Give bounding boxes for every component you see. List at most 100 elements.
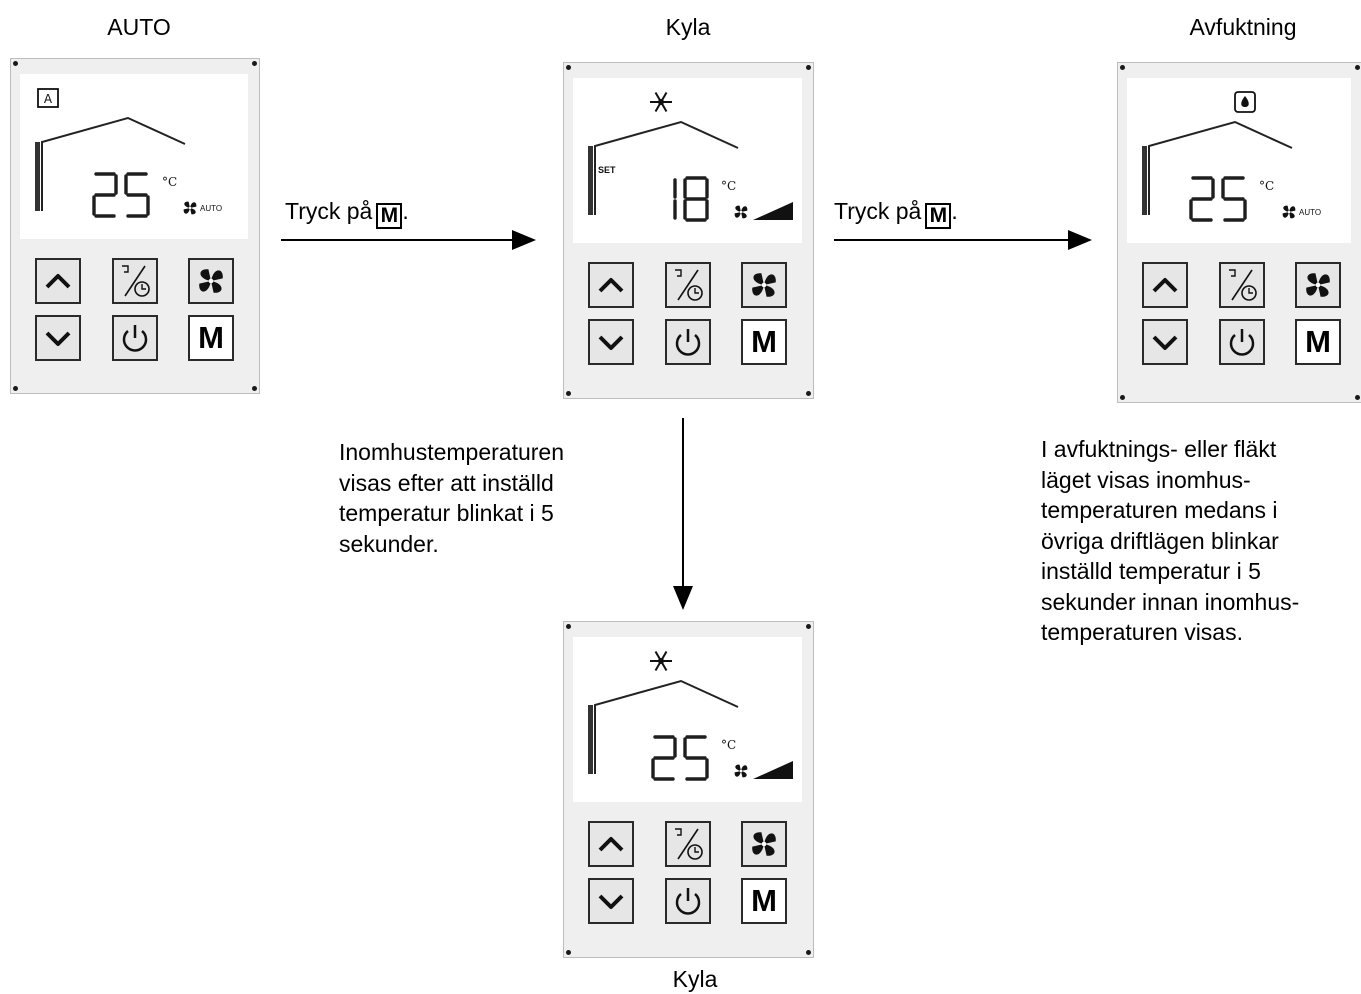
up-arrow-icon [598, 278, 624, 293]
snowflake-icon [650, 91, 672, 113]
fan-button[interactable] [741, 821, 787, 867]
note-line: inställd temperatur i 5 [1041, 558, 1261, 584]
timer-button[interactable] [1219, 262, 1265, 308]
note-dehumid: I avfuktnings- eller fläkt läget visas i… [1041, 434, 1299, 648]
house-wall-bar [588, 146, 593, 215]
house-outline [1148, 120, 1293, 215]
power-button[interactable] [665, 319, 711, 365]
down-button[interactable] [1142, 319, 1188, 365]
house-outline [594, 679, 739, 774]
screw-dot [252, 386, 257, 391]
step-suffix: . [951, 198, 958, 224]
note-line: temperaturen medans i [1041, 497, 1278, 523]
screw-dot [252, 61, 257, 66]
timer-button[interactable] [112, 258, 158, 304]
down-arrow-icon [1152, 335, 1178, 350]
fan-button[interactable] [188, 258, 234, 304]
note-line: läget visas inomhus- [1041, 466, 1251, 493]
house-outline [594, 120, 739, 215]
up-arrow-icon [1152, 278, 1178, 293]
house-outline [41, 116, 186, 211]
mode-button[interactable]: M [1295, 319, 1341, 365]
power-icon [675, 329, 701, 356]
timer-icon [122, 265, 150, 297]
fan-indicator-icon [183, 201, 197, 215]
screw-dot [13, 61, 18, 66]
fan-icon [752, 832, 776, 856]
fan-button[interactable] [1295, 262, 1341, 308]
timer-icon [675, 828, 703, 860]
house-wall-bar [588, 705, 593, 774]
screw-dot [1120, 65, 1125, 70]
lcd-screen: °C AUTO [1127, 78, 1351, 243]
screw-dot [13, 386, 18, 391]
step-suffix: . [402, 198, 409, 224]
mode-button-label: M [198, 320, 224, 355]
up-arrow-icon [45, 274, 71, 289]
fan-icon [1306, 273, 1330, 297]
fan-indicator-icon [734, 764, 748, 778]
note-line: Inomhustemperaturen [339, 439, 565, 465]
power-icon [122, 325, 148, 352]
house-wall-bar [35, 142, 40, 211]
snowflake-icon [650, 650, 672, 672]
fan-button[interactable] [741, 262, 787, 308]
fan-speed-bars-icon [753, 202, 793, 220]
down-arrow-icon [598, 335, 624, 350]
unit-label: °C [162, 175, 177, 189]
up-button[interactable] [588, 262, 634, 308]
timer-button[interactable] [665, 821, 711, 867]
power-icon [1229, 329, 1255, 356]
screw-dot [806, 950, 811, 955]
thermostat-panel-dehumid: °C AUTO M [1117, 62, 1361, 403]
mode-button[interactable]: M [741, 878, 787, 924]
timer-icon [1229, 269, 1257, 301]
set-label: SET [598, 165, 616, 175]
down-button[interactable] [588, 319, 634, 365]
unit-label: °C [721, 179, 736, 193]
note-line: temperaturen visas. [1041, 619, 1243, 645]
note-line: sekunder innan inomhus- [1041, 588, 1300, 615]
up-button[interactable] [35, 258, 81, 304]
screw-dot [1355, 65, 1360, 70]
mode-button[interactable]: M [741, 319, 787, 365]
lcd-screen: SET °C [573, 78, 802, 243]
temperature-digit [1221, 176, 1247, 222]
svg-text:A: A [44, 92, 53, 106]
down-button[interactable] [588, 878, 634, 924]
temperature-digit [1189, 176, 1215, 222]
fan-indicator-icon [1282, 205, 1296, 219]
power-button[interactable] [1219, 319, 1265, 365]
timer-button[interactable] [665, 262, 711, 308]
temperature-digit [124, 172, 150, 218]
note-line: visas efter att inställd [339, 469, 554, 496]
note-line: sekunder. [339, 530, 439, 557]
title-kyla-bottom: Kyla [672, 966, 718, 992]
down-arrow-icon [598, 894, 624, 909]
fan-auto-label: AUTO [1299, 208, 1321, 217]
up-button[interactable] [1142, 262, 1188, 308]
screw-dot [1355, 395, 1360, 400]
arrow-auto-to-kyla [281, 230, 536, 250]
mode-button[interactable]: M [188, 315, 234, 361]
screw-dot [806, 624, 811, 629]
power-button[interactable] [665, 878, 711, 924]
unit-label: °C [1259, 179, 1274, 193]
up-button[interactable] [588, 821, 634, 867]
fan-indicator-icon [734, 205, 748, 219]
down-button[interactable] [35, 315, 81, 361]
fan-icon [199, 269, 223, 293]
note-cooling: Inomhustemperaturen visas efter att inst… [339, 437, 564, 559]
house-wall-bar [1142, 146, 1147, 215]
note-line: I avfuktnings- eller fläkt [1041, 436, 1277, 462]
power-button[interactable] [112, 315, 158, 361]
auto-mode-icon: A [37, 88, 59, 108]
title-avfuktning: Avfuktning [1189, 14, 1297, 40]
fan-speed-bars-icon [753, 761, 793, 779]
note-line: övriga driftlägen blinkar [1041, 527, 1279, 554]
step-text: Tryck på [834, 198, 922, 224]
